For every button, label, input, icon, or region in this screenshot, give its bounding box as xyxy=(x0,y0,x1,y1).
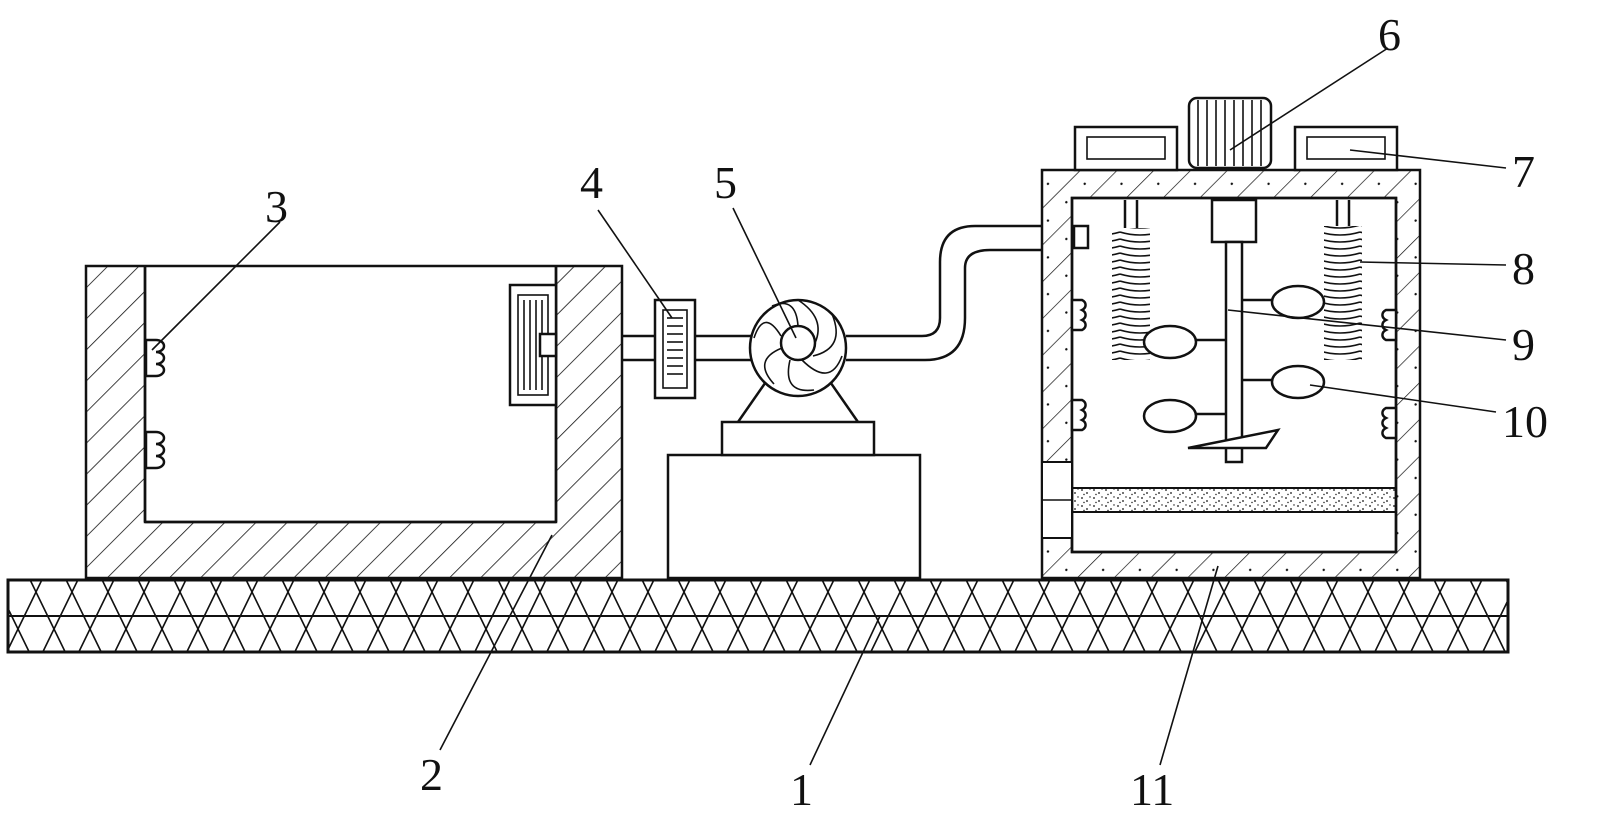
label-1: 1 xyxy=(790,764,813,815)
filter-layer xyxy=(1071,487,1397,513)
nozzle-upper xyxy=(144,338,166,378)
stirring-shaft xyxy=(1187,198,1281,464)
motor xyxy=(1187,96,1273,170)
filter-grille xyxy=(508,283,558,407)
chamber-nozzle-right-upper xyxy=(1381,308,1398,342)
label-7: 7 xyxy=(1512,146,1535,197)
label-5: 5 xyxy=(714,157,737,208)
pump xyxy=(748,298,848,398)
spring-left xyxy=(1112,200,1150,360)
top-box-left xyxy=(1073,125,1179,172)
label-6: 6 xyxy=(1378,9,1401,60)
label-3: 3 xyxy=(265,181,288,232)
chamber-nozzle-right-lower xyxy=(1381,406,1398,440)
label-11: 11 xyxy=(1130,764,1174,815)
label-2: 2 xyxy=(420,749,443,800)
paddle-lower-left xyxy=(1142,398,1226,434)
pump-stand xyxy=(666,375,922,580)
label-4: 4 xyxy=(580,157,603,208)
chamber-nozzle-left-upper xyxy=(1070,298,1087,332)
nozzle-lower xyxy=(144,430,166,470)
chamber-nozzle-left-lower xyxy=(1070,398,1087,432)
top-box-right xyxy=(1293,125,1399,172)
spring-right xyxy=(1324,200,1362,360)
label-9: 9 xyxy=(1512,319,1535,370)
outlet-pipe xyxy=(846,224,1043,362)
label-8: 8 xyxy=(1512,243,1535,294)
paddle-mid-left xyxy=(1142,324,1226,360)
paddle-mid-right xyxy=(1242,364,1326,400)
leader-lines xyxy=(151,47,1507,766)
valve xyxy=(653,298,697,400)
base-plate xyxy=(6,578,1510,654)
label-10: 10 xyxy=(1502,396,1548,447)
